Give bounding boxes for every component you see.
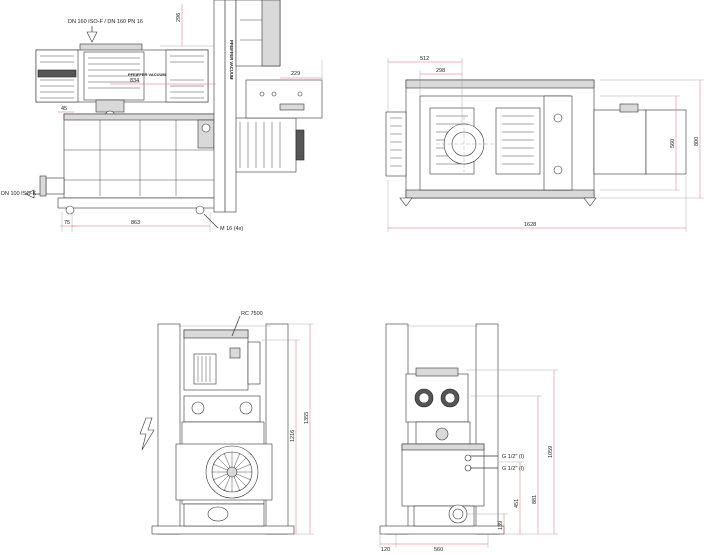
svg-text:1216: 1216	[290, 430, 296, 442]
svg-text:120: 120	[381, 547, 390, 553]
dim-834: 834	[110, 78, 216, 85]
front-view: RC 7500 1355	[139, 311, 314, 535]
dim-75: 75	[60, 212, 76, 232]
controller-callout: RC 7500	[231, 311, 263, 337]
dim-1628: 1628	[387, 176, 687, 232]
dim-863: 863	[72, 212, 211, 232]
svg-text:881: 881	[532, 495, 538, 504]
dim-139: 139	[466, 513, 508, 534]
dim-512: 512	[387, 56, 463, 124]
svg-text:298: 298	[436, 68, 445, 74]
svg-text:229: 229	[291, 71, 300, 77]
dim-1216: 1216	[262, 339, 300, 534]
outlet-arrow-icon	[25, 189, 40, 199]
brand-logo-left	[37, 69, 77, 78]
svg-text:451: 451	[514, 499, 520, 508]
rear-view: G 1/2" (I) G 1/2" (I) 1059 881 451 139	[379, 323, 558, 553]
svg-text:560: 560	[670, 139, 676, 148]
dim-120: 120	[379, 534, 397, 553]
svg-text:G 1/2" (I): G 1/2" (I)	[502, 454, 524, 460]
dim-800: 800	[600, 79, 704, 199]
svg-text:296: 296	[176, 13, 182, 22]
dim-298: 298	[419, 68, 462, 96]
svg-text:1628: 1628	[524, 222, 536, 228]
svg-text:560: 560	[434, 547, 443, 553]
svg-text:RC 7500: RC 7500	[241, 311, 263, 317]
dim-881: 881	[470, 395, 542, 534]
dim-560b: 560	[396, 534, 489, 553]
svg-text:45: 45	[61, 106, 67, 112]
dim-296: 296	[160, 4, 214, 47]
brand-vertical-label: PFEIFFER VACUUM	[229, 40, 234, 80]
svg-text:139: 139	[498, 521, 504, 530]
svg-text:1059: 1059	[548, 446, 554, 458]
svg-text:75: 75	[64, 220, 70, 226]
svg-text:512: 512	[420, 56, 429, 62]
svg-text:863: 863	[131, 220, 140, 226]
svg-text:800: 800	[694, 137, 700, 146]
dim-560: 560	[600, 95, 680, 191]
svg-text:G 1/2" (I): G 1/2" (I)	[502, 466, 524, 472]
svg-text:834: 834	[130, 78, 139, 84]
foot-bolt-callout: M 16 (4x)	[203, 213, 243, 232]
top-view: 512 298 560 800 1628	[385, 56, 704, 232]
water-port-1: G 1/2" (I)	[470, 454, 524, 460]
inlet-flange-label: DN 160 ISO-F / DN 160 PN 16	[68, 19, 143, 25]
dim-229: 229	[280, 60, 323, 82]
water-port-2: G 1/2" (I)	[470, 466, 524, 472]
brand-logo-label: PFEIFFER VACUUM	[128, 72, 166, 77]
dim-1355: 1355	[288, 323, 314, 535]
side-view: DN 160 ISO-F / DN 160 PN 16 PFEIFFER VAC…	[1, 0, 323, 232]
dim-1059: 1059	[466, 369, 558, 535]
svg-text:M 16 (4x): M 16 (4x)	[220, 226, 243, 232]
inlet-arrow-icon	[86, 26, 98, 43]
electrical-warning-icon	[139, 417, 155, 451]
dim-451: 451	[498, 461, 524, 534]
svg-text:1355: 1355	[304, 412, 310, 424]
outlet-flange-label: DN 100 ISO-K	[1, 191, 36, 197]
dim-45: 45	[58, 106, 74, 113]
